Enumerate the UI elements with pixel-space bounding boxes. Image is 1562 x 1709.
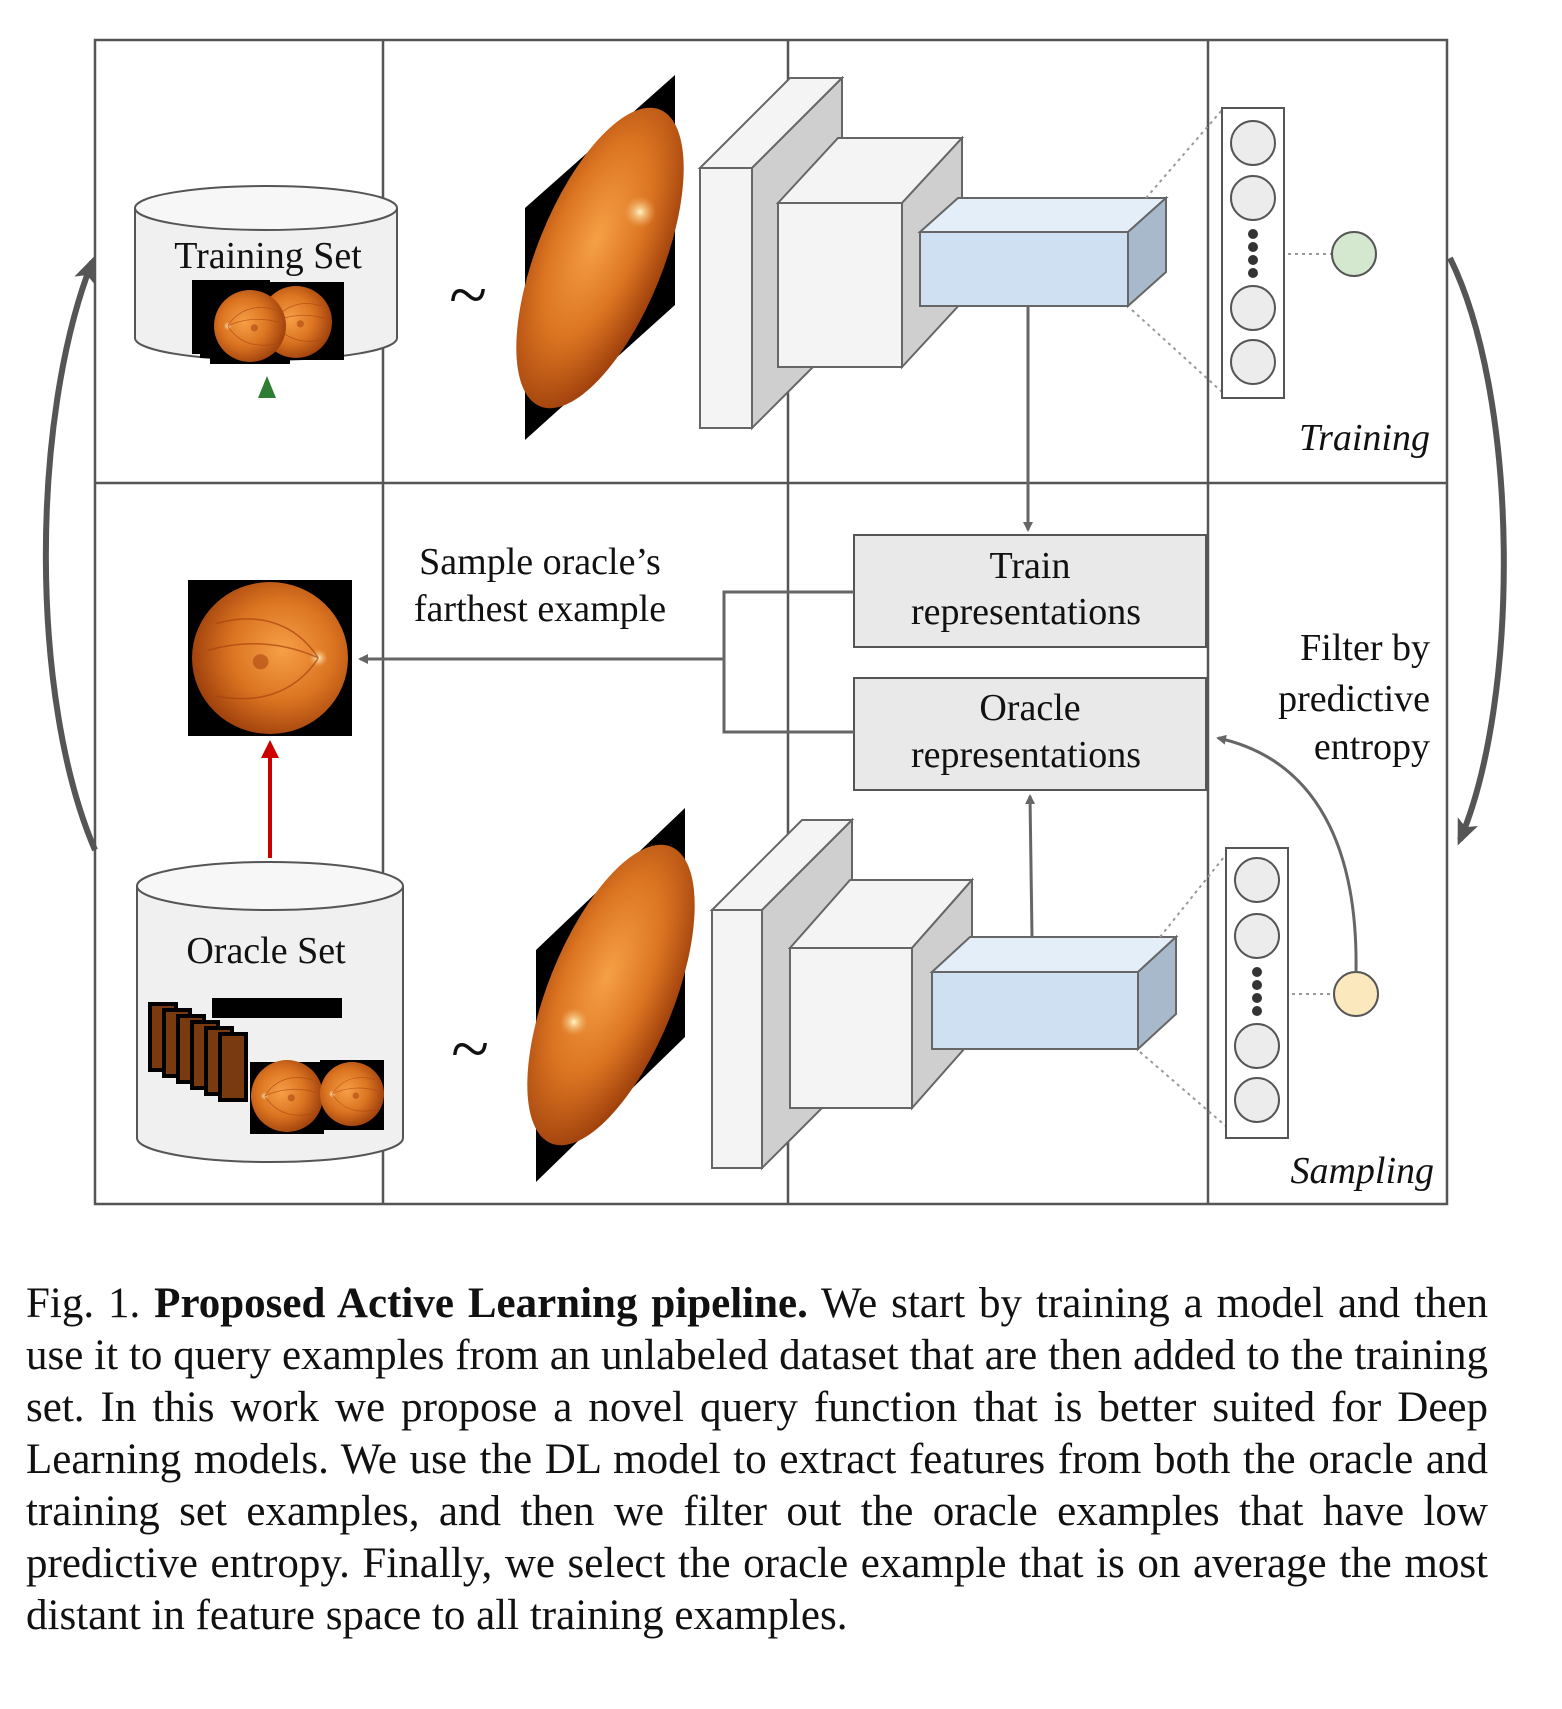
right-cycle-arrow [1447,256,1507,846]
selection-connector [358,590,854,734]
insert-marker-icon [258,376,276,398]
filter-text-line3: entropy [1314,726,1430,768]
training-tilde: ~ [449,257,487,334]
pipeline-figure: Training Set ~ [42,38,1507,1206]
figure-caption: Fig. 1. Proposed Active Learning pipelin… [26,1278,1488,1642]
training-output-layer [1131,107,1377,399]
sampling-tilde: ~ [451,1011,489,1088]
selected-example-image [188,580,352,736]
training-fundus-image [516,75,684,440]
train-repr-line1: Train [990,545,1071,587]
training-corner-label: Training [1299,417,1430,459]
training-output-node-icon [1331,231,1377,277]
oracle-set-database: Oracle Set [136,861,404,1163]
sampling-output-node-icon [1333,971,1379,1017]
left-cycle-arrow [42,256,98,852]
oracle-features-arrow [1025,794,1036,938]
oracle-repr-line2: representations [911,734,1141,776]
filter-text-line1: Filter by [1300,627,1430,669]
train-repr-line2: representations [911,591,1141,633]
sampling-output-layer [1139,847,1379,1139]
training-images-stack [192,280,344,364]
entropy-filter-arrow [1216,734,1358,973]
oracle-representations-box: Oracle representations [853,677,1207,791]
training-set-database: Training Set [134,185,398,398]
caption-text: We start by training a model and then us… [26,1280,1488,1639]
oracle-set-label: Oracle Set [186,930,346,972]
training-cnn-layers [697,75,1169,431]
sampling-corner-label: Sampling [1290,1150,1434,1192]
caption-title: Proposed Active Learning pipeline. [154,1280,808,1327]
sampling-fundus-image [527,808,695,1182]
training-set-label: Training Set [174,235,362,277]
oracle-images-stack [148,998,385,1134]
caption-prefix: Fig. 1. [26,1280,155,1327]
filter-text-line2: predictive [1278,678,1430,720]
oracle-repr-line1: Oracle [979,687,1080,729]
sample-text-line1: Sample oracle’s [419,541,661,583]
sampling-cnn-layers [709,817,1179,1171]
sample-text-line2: farthest example [414,588,666,630]
train-representations-box: Train representations [853,534,1207,648]
